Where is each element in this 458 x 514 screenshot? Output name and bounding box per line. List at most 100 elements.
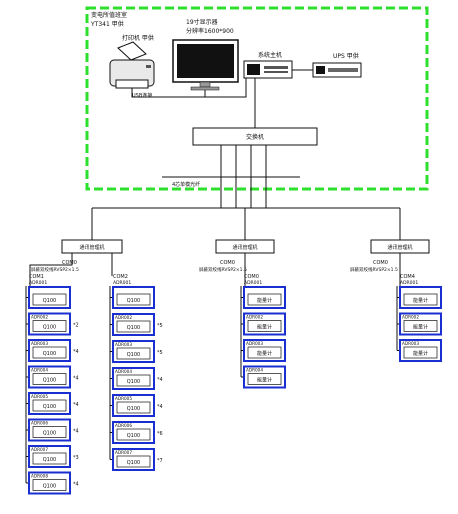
manager-1-com: COM0 — [62, 260, 77, 266]
meter-count-note: *7 — [157, 458, 163, 464]
meter-name: Q100 — [43, 351, 56, 357]
meter-display — [247, 373, 282, 385]
manager-3-label: 通讯管理机 — [387, 244, 412, 251]
manager-1-label: 通讯管理机 — [79, 244, 104, 251]
meter-display — [403, 346, 438, 359]
meter-name: 能量计 — [413, 297, 428, 304]
meter-count-note: *4 — [157, 404, 163, 410]
meter-device: 能量计 — [397, 286, 442, 309]
meter-address: ADR004 — [246, 368, 263, 373]
meter-display — [32, 346, 67, 359]
meter-display — [116, 455, 151, 468]
meter-display — [116, 401, 151, 414]
meter-name: 能量计 — [257, 350, 272, 357]
usb-label: USB连接 — [132, 92, 152, 99]
meter-count-note: *6 — [157, 431, 163, 437]
meter-name: Q100 — [43, 325, 56, 331]
manager-2-label: 通讯管理机 — [232, 244, 257, 251]
meter-count-note: *4 — [73, 429, 79, 435]
meter-name: Q100 — [127, 379, 140, 385]
meter-name: Q100 — [43, 378, 56, 384]
meter-display — [116, 320, 151, 333]
meter-count-note: *4 — [73, 482, 79, 488]
meter-address: ADR003 — [31, 341, 48, 346]
meter-display — [116, 428, 151, 441]
meter-display — [32, 426, 67, 438]
branch-com-label: COM2 — [113, 274, 128, 280]
meter-display — [32, 479, 67, 491]
meter-name: Q100 — [127, 352, 140, 358]
meter-name: Q100 — [127, 460, 140, 466]
meter-count-note: *4 — [157, 377, 163, 383]
meter-name: Q100 — [127, 406, 140, 412]
meter-name: Q100 — [43, 484, 56, 490]
meter-name: Q100 — [43, 431, 56, 437]
manager-1-bus: 屏蔽双绞线RVSP2×1.5 — [31, 266, 79, 273]
monitor-size-label: 19寸显示器 — [186, 18, 218, 26]
room-subtitle: YT341 甲供 — [90, 20, 124, 28]
meter-address: ADR005 — [31, 394, 48, 399]
meter-device: 能量计 — [241, 286, 286, 309]
meter-address: ADR005 — [115, 396, 132, 401]
meter-count-note: *4 — [73, 349, 79, 355]
branch-com-label: COM0 — [244, 274, 259, 280]
meter-name: 能量计 — [413, 324, 428, 331]
meter-count-note: *3 — [73, 455, 79, 461]
meter-display — [32, 293, 67, 306]
meter-display — [247, 293, 282, 306]
meter-display — [247, 346, 282, 359]
meter-name: Q100 — [127, 298, 140, 304]
meter-address: ADR004 — [115, 369, 132, 374]
meter-address: ADR002 — [115, 315, 132, 320]
meter-address: ADR006 — [115, 423, 132, 428]
monitor-icon — [172, 39, 239, 91]
meter-address: ADR007 — [31, 447, 48, 452]
branch-addr-label: ADR001 — [400, 280, 418, 286]
meter-address: ADR006 — [31, 421, 48, 426]
manager-3: 通讯管理机 COM0 屏蔽双绞线RVSP2×1.5 — [350, 239, 430, 273]
ups-label: UPS 甲供 — [333, 52, 359, 60]
manager-2: 通讯管理机 COM0 屏蔽双绞线RVSP2×1.5 — [199, 239, 275, 273]
meter-display — [116, 293, 151, 306]
meter-name: Q100 — [127, 325, 140, 331]
meter-address: ADR002 — [246, 315, 263, 320]
manager-3-bus: 屏蔽双绞线RVSP2×1.5 — [350, 266, 398, 273]
manager-1: 通讯管理机 COM0 屏蔽双绞线RVSP2×1.5 — [31, 239, 123, 273]
branch-addr-label: ADR001 — [244, 280, 262, 286]
room-title: 变电所值班室 — [91, 11, 127, 19]
meter-name: Q100 — [43, 457, 56, 463]
meter-count-note: *2 — [73, 323, 79, 329]
manager-2-bus: 屏蔽双绞线RVSP2×1.5 — [199, 266, 247, 273]
branch-com-label: COM4 — [400, 274, 415, 280]
meter-name: 能量计 — [413, 350, 428, 357]
printer-label: 打印机 甲供 — [122, 34, 154, 42]
meter-count-note: *5 — [157, 350, 163, 356]
manager-3-com: COM0 — [373, 260, 388, 266]
meter-count-note: *4 — [73, 402, 79, 408]
meter-display — [32, 373, 67, 385]
printer-icon — [109, 41, 155, 89]
host-label: 系统主机 — [258, 51, 282, 59]
meter-device: Q100 — [26, 286, 71, 309]
meter-name: 能量计 — [257, 324, 272, 331]
fiber-label: 4芯单模光纤 — [172, 181, 200, 188]
ups-icon — [312, 62, 362, 78]
meter-address: ADR004 — [31, 368, 48, 373]
meter-name: Q100 — [43, 298, 56, 304]
meter-address: ADR008 — [31, 474, 48, 479]
